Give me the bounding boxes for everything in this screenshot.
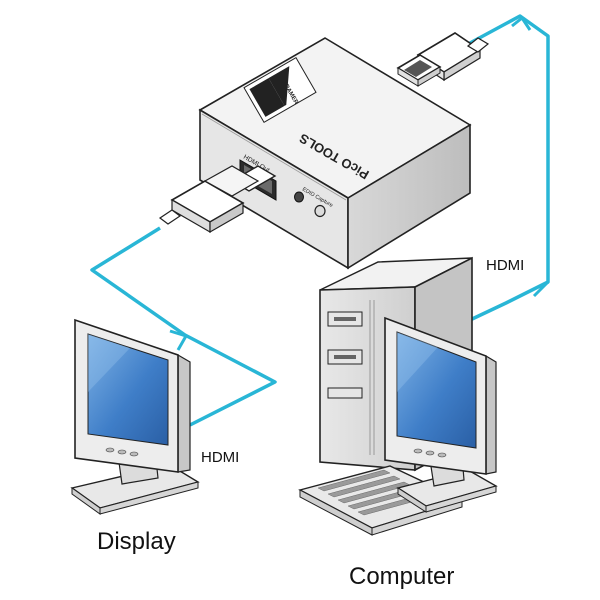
edid-capture-button (294, 191, 326, 218)
display-monitor (70, 318, 200, 515)
display-label: Display (97, 528, 176, 555)
hdmi-cable-input (469, 14, 550, 322)
hdmi-plug-output (158, 165, 277, 234)
computer-label: Computer (349, 563, 455, 590)
hdmi-input-label: HDMI (486, 257, 525, 274)
hdmi-cable-output (90, 226, 277, 427)
computer-monitor (384, 316, 498, 513)
hdmi-output-label: HDMI (201, 449, 240, 466)
kramer-logo: KRAMER (243, 56, 317, 124)
hdmi-plug-input (396, 32, 490, 87)
